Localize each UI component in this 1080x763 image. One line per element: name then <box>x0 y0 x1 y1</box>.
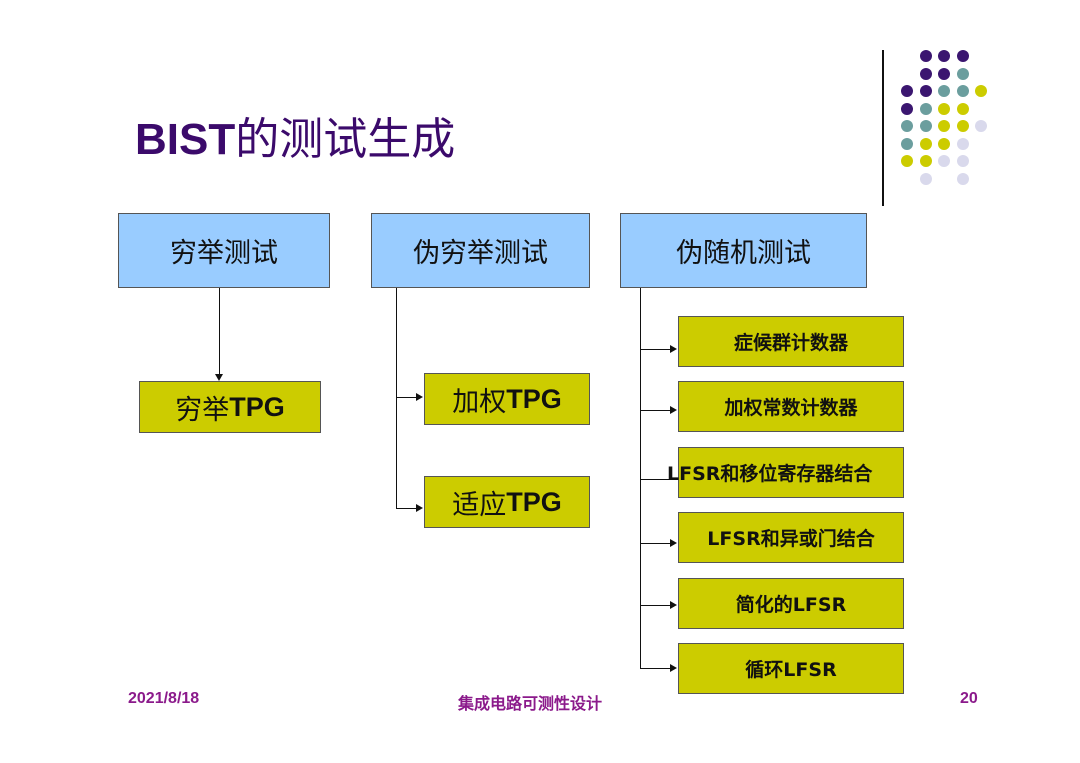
connector-branch <box>396 397 416 398</box>
connector-branch <box>640 605 670 606</box>
category-label: 穷举测试 <box>170 238 278 269</box>
arrow-head <box>215 374 223 381</box>
decorative-dot <box>938 120 950 132</box>
footer-page-number: 20 <box>960 690 978 707</box>
connector-branch <box>396 508 416 509</box>
decorative-dot <box>956 67 969 80</box>
connector-branch <box>640 543 670 544</box>
leaf-box-lfsr-shift-register: LFSR和移位寄存器结合 <box>667 447 904 498</box>
leaf-label: LFSR和异或门结合 <box>707 528 875 550</box>
connector-branch <box>640 349 670 350</box>
decorative-dot <box>919 50 932 62</box>
category-label: 伪穷举测试 <box>413 238 548 269</box>
connector-trunk <box>396 288 397 509</box>
decorative-dot <box>956 172 969 185</box>
decorative-dot <box>956 155 969 167</box>
leaf-suffix: TPG <box>506 383 562 414</box>
leaf-box-lfsr-xor: LFSR和异或门结合 <box>678 512 904 563</box>
decorative-dot <box>919 67 932 80</box>
decorative-dot <box>901 155 913 167</box>
leaf-box-cyclic-lfsr: 循环LFSR <box>678 643 904 694</box>
decorative-dot <box>919 137 932 150</box>
decorative-dot <box>919 155 932 167</box>
decorative-dot <box>938 155 950 167</box>
slide-title: BIST的测试生成 <box>135 118 455 162</box>
connector-branch <box>640 479 678 480</box>
leaf-box-weighted-constant-counter: 加权常数计数器 <box>678 381 904 432</box>
leaf-prefix: 加权 <box>452 386 507 418</box>
leaf-suffix: TPG <box>229 391 285 422</box>
category-box-pseudo-exhaustive: 伪穷举测试 <box>371 213 590 288</box>
leaf-label: LFSR和移位寄存器结合 <box>667 463 873 485</box>
arrow-head <box>670 345 677 353</box>
title-latin: BIST <box>135 115 236 164</box>
decorative-dot <box>919 85 932 97</box>
leaf-label: 症候群计数器 <box>733 332 848 354</box>
decorative-dot <box>901 85 913 97</box>
decorative-divider <box>882 50 884 206</box>
decorative-dot <box>919 120 932 132</box>
arrow-head <box>670 406 677 414</box>
arrow-head <box>670 539 677 547</box>
decorative-dot <box>956 102 969 115</box>
decorative-dot <box>938 50 950 62</box>
arrow-head <box>670 664 677 672</box>
arrow-head <box>670 601 677 609</box>
decorative-dot <box>901 102 913 115</box>
decorative-dot <box>956 85 969 97</box>
decorative-dot <box>938 137 950 150</box>
decorative-dot <box>938 102 950 115</box>
leaf-label: 加权常数计数器 <box>724 397 858 419</box>
decorative-dot <box>956 120 969 132</box>
connector-line <box>219 288 220 374</box>
footer-course-title: 集成电路可测性设计 <box>458 696 603 713</box>
leaf-label: 循环LFSR <box>745 659 837 681</box>
category-label: 伪随机测试 <box>676 238 811 269</box>
category-box-exhaustive: 穷举测试 <box>118 213 330 288</box>
decorative-dot <box>919 172 932 185</box>
category-box-pseudo-random: 伪随机测试 <box>620 213 867 288</box>
leaf-prefix: 适应 <box>452 489 507 521</box>
connector-trunk <box>640 288 641 669</box>
connector-branch <box>640 410 670 411</box>
decorative-dot <box>975 85 987 97</box>
title-rest: 的测试生成 <box>235 114 456 165</box>
decorative-dot <box>938 85 950 97</box>
decorative-dot <box>901 120 913 132</box>
leaf-prefix: 穷举 <box>175 394 230 426</box>
decorative-dot <box>956 50 969 62</box>
arrow-head <box>416 393 423 401</box>
decorative-dot <box>919 102 932 115</box>
decorative-dot <box>975 120 987 132</box>
decorative-dot <box>901 137 913 150</box>
decorative-dot <box>956 137 969 150</box>
leaf-box-syndrome-counter: 症候群计数器 <box>678 316 904 367</box>
arrow-head <box>416 504 423 512</box>
leaf-suffix: TPG <box>506 486 562 517</box>
connector-branch <box>640 668 670 669</box>
decorative-dot <box>938 67 950 80</box>
footer-date: 2021/8/18 <box>128 690 200 707</box>
leaf-label: 简化的LFSR <box>735 594 847 616</box>
leaf-box-simplified-lfsr: 简化的LFSR <box>678 578 904 629</box>
